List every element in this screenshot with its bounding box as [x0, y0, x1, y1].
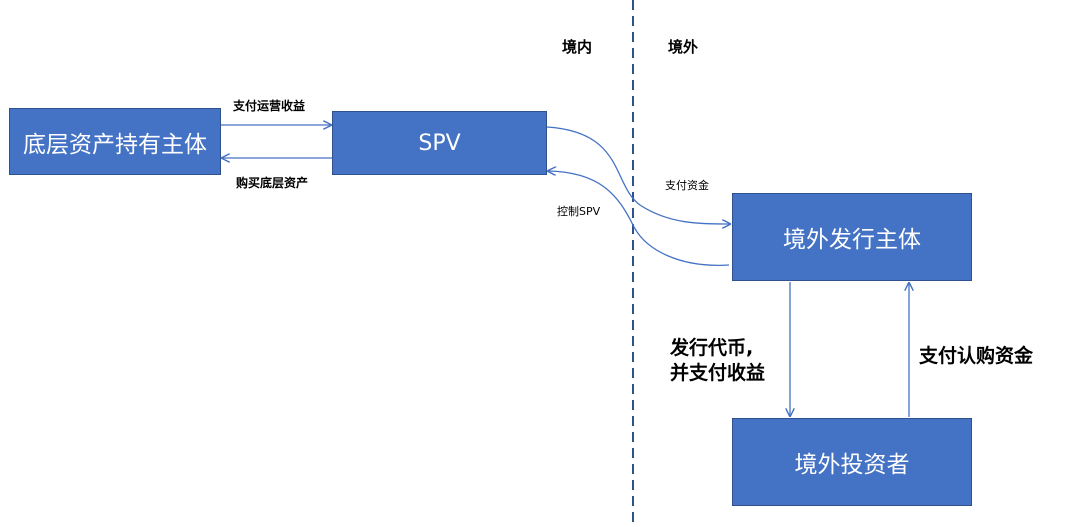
edge-label-control-spv: 控制SPV: [557, 205, 601, 218]
region-label-domestic: 境内: [562, 38, 593, 56]
edge-label-buy-underlying-assets: 购买底层资产: [236, 176, 309, 190]
edge-label-pay-operating-income: 支付运营收益: [233, 99, 306, 113]
region-label-overseas: 境外: [668, 38, 699, 56]
edge-label-pay-funds: 支付资金: [665, 179, 709, 192]
node-overseas-issuer: 境外发行主体: [732, 193, 972, 281]
edge-label-issue-tokens-line2: 并支付收益: [670, 362, 766, 384]
node-overseas-investor: 境外投资者: [732, 418, 972, 506]
node-spv: SPV: [332, 111, 547, 175]
node-underlying-asset-holder: 底层资产持有主体: [9, 108, 221, 175]
edge-label-issue-tokens-line1: 发行代币,: [670, 337, 754, 359]
arrow-control-spv: [548, 171, 730, 266]
arrow-pay-funds: [546, 126, 730, 224]
edge-label-pay-subscription-funds: 支付认购资金: [919, 345, 1034, 367]
